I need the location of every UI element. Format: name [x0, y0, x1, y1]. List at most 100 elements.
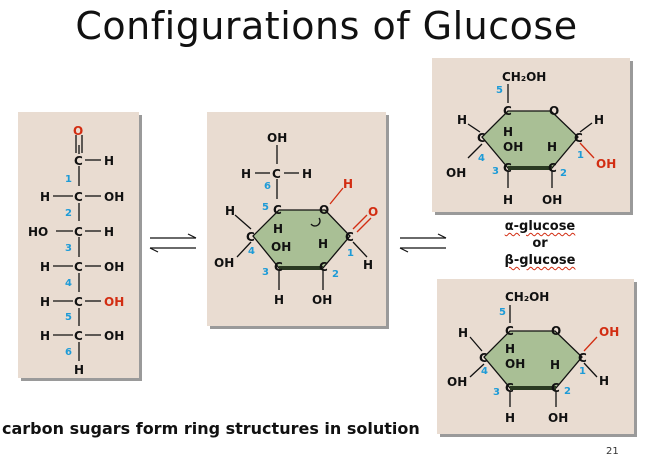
atom-oh: OH — [312, 293, 332, 307]
atom-h: H — [104, 225, 114, 239]
carbon-1: C — [74, 154, 83, 168]
ch2oh-group: CH₂OH — [505, 290, 549, 304]
atom-h: H — [547, 140, 557, 154]
atom-h: H — [40, 190, 50, 204]
carbon-number-6: 6 — [65, 347, 72, 358]
beta-glucose-structure: CH₂OH 5 C O OH H H C C OH H 4 1 OH H 3 C… — [447, 290, 619, 425]
carbon-number-1: 1 — [347, 248, 354, 259]
carbon-3: C — [274, 260, 283, 274]
atom-h: H — [40, 295, 50, 309]
atom-h: H — [594, 113, 604, 127]
atom-oh: OH — [104, 260, 124, 274]
carbon-number-2: 2 — [564, 386, 571, 397]
carbon-1: C — [578, 351, 587, 365]
carbon-3: C — [505, 381, 514, 395]
atom-h: H — [104, 154, 114, 168]
atom-oh: OH — [503, 140, 523, 154]
carbon-number-5: 5 — [496, 85, 503, 96]
ch2oh-group: CH₂OH — [502, 70, 546, 84]
atom-h: H — [225, 204, 235, 218]
ring-formation-panel: OH H C H 6 H 5 C O O H C H C 4 OH H 1 OH… — [207, 112, 386, 326]
alpha-glucose-structure: CH₂OH 5 C O H H H C C OH H 4 1 OH 3 C C … — [446, 70, 616, 207]
carbon-2: C — [74, 190, 83, 204]
carbon-4: C — [479, 351, 488, 365]
carbon-number-5: 5 — [499, 307, 506, 318]
carbon-4: C — [477, 131, 486, 145]
carbon-6: C — [272, 167, 281, 181]
caption: carbon sugars form ring structures in so… — [2, 419, 420, 438]
atom-h: H — [40, 260, 50, 274]
atom-h: H — [503, 193, 513, 207]
carbon-number-1: 1 — [65, 174, 72, 185]
carbon-4: C — [246, 230, 255, 244]
anomeric-hydroxyl: OH — [596, 157, 616, 171]
atom-h: H — [503, 125, 513, 139]
atom-oh: OH — [214, 256, 234, 270]
atom-ho: HO — [28, 225, 48, 239]
atom-h: H — [505, 411, 515, 425]
beta-glucose-label: β-glucose — [504, 253, 576, 268]
atom-oh: OH — [104, 329, 124, 343]
carbon-5: C — [503, 104, 512, 118]
atom-h: H — [457, 113, 467, 127]
carbon-5: C — [505, 324, 514, 338]
atom-oh: OH — [542, 193, 562, 207]
alpha-glucose-label: α-glucose — [504, 219, 576, 234]
atom-h: H — [40, 329, 50, 343]
anomer-labels: α-glucose or β-glucose — [470, 218, 610, 269]
carbon-5: C — [273, 203, 282, 217]
beta-glucose-panel: CH₂OH 5 C O OH H H C C OH H 4 1 OH H 3 C… — [437, 279, 634, 434]
carbon-2: C — [548, 161, 557, 175]
linear-glucose-panel: O C H 1 H C OH 2 HO C H 3 H C OH 4 H C O… — [18, 112, 139, 378]
atom-oh: OH — [271, 240, 291, 254]
carbon-number-5: 5 — [262, 202, 269, 213]
atom-h: H — [599, 374, 609, 388]
linear-glucose-structure: O C H 1 H C OH 2 HO C H 3 H C OH 4 H C O… — [28, 124, 124, 377]
equilibrium-arrows-right — [399, 233, 447, 253]
atom-h: H — [241, 167, 251, 181]
carbon-number-2: 2 — [65, 208, 72, 219]
ring-formation-structure: OH H C H 6 H 5 C O O H C H C 4 OH H 1 OH… — [214, 131, 378, 307]
carbon-2: C — [319, 260, 328, 274]
ring-oxygen: O — [551, 324, 561, 338]
alpha-glucose-panel: CH₂OH 5 C O H H H C C OH H 4 1 OH 3 C C … — [432, 58, 630, 212]
carbon-number-1: 1 — [579, 366, 586, 377]
carbon-5: C — [74, 295, 83, 309]
carbon-number-3: 3 — [492, 166, 499, 177]
carbon-4: C — [74, 260, 83, 274]
atom-h: H — [74, 363, 84, 377]
atom-oh: OH — [446, 166, 466, 180]
atom-h: H — [550, 358, 560, 372]
carbon-6: C — [74, 329, 83, 343]
carbon-number-2: 2 — [560, 168, 567, 179]
atom-h: H — [302, 167, 312, 181]
carbonyl-oxygen: O — [368, 205, 378, 219]
anomeric-hydroxyl: OH — [599, 325, 619, 339]
carbon-number-2: 2 — [332, 269, 339, 280]
carbon-number-6: 6 — [264, 181, 271, 192]
atom-oh: OH — [447, 375, 467, 389]
carbon-number-4: 4 — [481, 366, 488, 377]
atom-oh: OH — [505, 357, 525, 371]
carbon-number-4: 4 — [248, 246, 255, 257]
or-label: or — [532, 236, 548, 251]
carbon-2: C — [551, 381, 560, 395]
atom-h: H — [274, 293, 284, 307]
atom-h: H — [458, 326, 468, 340]
carbon-1: C — [345, 230, 354, 244]
page-number: 21 — [606, 446, 619, 457]
aldehyde-oxygen: O — [73, 124, 83, 138]
atom-oh: OH — [104, 190, 124, 204]
carbon-number-5: 5 — [65, 312, 72, 323]
carbon-number-1: 1 — [577, 150, 584, 161]
carbon-number-3: 3 — [262, 267, 269, 278]
carbon-number-4: 4 — [478, 153, 485, 164]
atom-oh: OH — [267, 131, 287, 145]
ring-oxygen: O — [549, 104, 559, 118]
atom-h: H — [505, 342, 515, 356]
ring-oxygen: O — [319, 203, 329, 217]
atom-h: H — [363, 258, 373, 272]
carbon-3: C — [503, 161, 512, 175]
carbon-3: C — [74, 225, 83, 239]
carbon-number-3: 3 — [493, 387, 500, 398]
